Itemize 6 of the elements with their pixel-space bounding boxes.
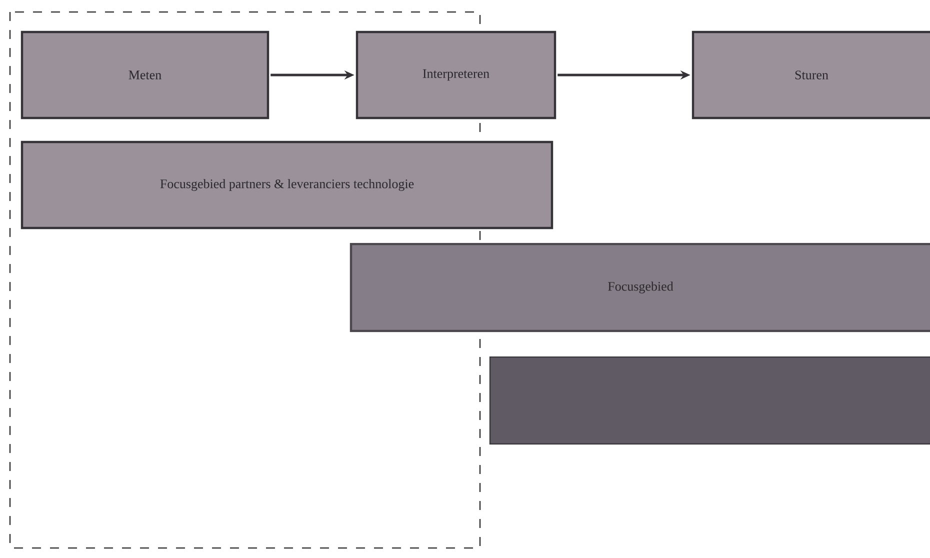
process-box: Meten [20,30,270,120]
focus-bar: Focusgebied [350,242,930,332]
process-box: Interpreteren [356,30,556,120]
focus-bar [489,356,930,445]
focus-bar: Focusgebied partners & leveranciers technologie [20,140,554,230]
process-box: Sturen [692,30,930,120]
